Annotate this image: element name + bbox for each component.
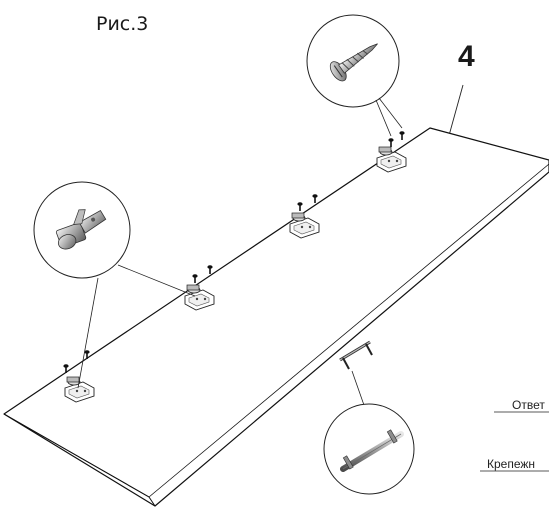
side-label-1: Ответ [512, 398, 545, 412]
hinge-callout [33, 181, 196, 389]
part-number-label: 4 [458, 40, 475, 73]
door-panel [3, 127, 549, 507]
handle-icon [340, 429, 404, 472]
screw-callout [306, 14, 403, 137]
figure-title: Рис.3 [96, 13, 148, 35]
hinge-icon [55, 209, 107, 250]
screw-icon [329, 43, 378, 82]
handle-callout [323, 370, 415, 495]
handle-on-panel [339, 340, 373, 370]
side-label-2: Крепежн [487, 457, 535, 471]
